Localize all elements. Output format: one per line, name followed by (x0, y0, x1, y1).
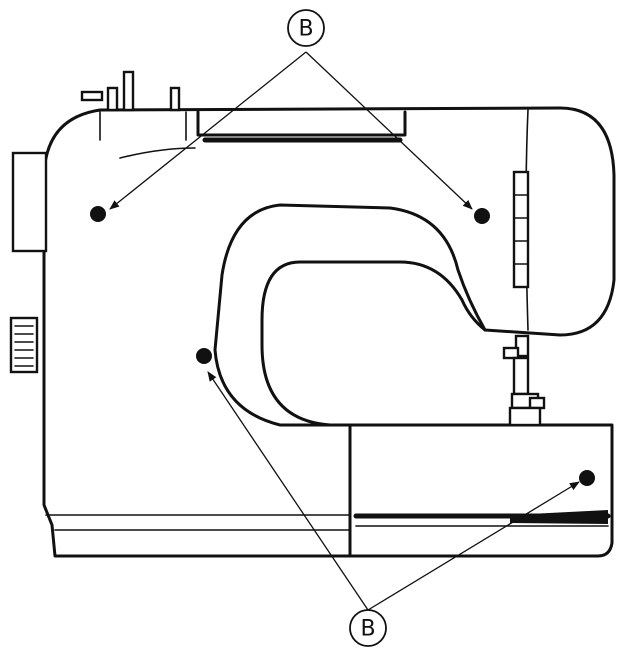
free-arm-stripe-fill (510, 510, 608, 524)
leader-bottom-right (367, 481, 580, 611)
leader-top-right (305, 51, 473, 210)
machine-outline (42, 106, 616, 558)
callout-bottom-circle (349, 609, 387, 647)
machine-body (9, 70, 616, 558)
stitch-selector-ticks (513, 194, 529, 265)
callout-top-label: B (298, 17, 313, 42)
arm-opening (213, 203, 487, 427)
spool-pin-4 (169, 86, 181, 112)
screw-bottom-right (579, 470, 595, 486)
leader-bottom-left (207, 371, 369, 611)
callout-top: B (287, 9, 325, 47)
callout-top-circle (287, 9, 325, 47)
needle-assembly (502, 334, 546, 427)
spool-pin-3 (122, 70, 135, 112)
screw-middle (196, 348, 212, 364)
screw-top-left (90, 206, 106, 222)
leader-lines (109, 51, 580, 611)
screw-top-right (474, 208, 490, 224)
screw-markers (90, 206, 595, 486)
top-cover (196, 110, 407, 137)
stitch-selector (512, 170, 530, 289)
thread-path (119, 147, 196, 159)
side-dial-ticks (14, 325, 34, 367)
leader-top-left (109, 51, 307, 210)
spool-pin-1 (80, 90, 104, 102)
spool-pin-2 (106, 86, 119, 112)
side-dial (9, 316, 39, 374)
callout-bottom: B (349, 609, 387, 647)
handwheel (11, 151, 48, 253)
callout-bottom-label: B (360, 617, 375, 642)
